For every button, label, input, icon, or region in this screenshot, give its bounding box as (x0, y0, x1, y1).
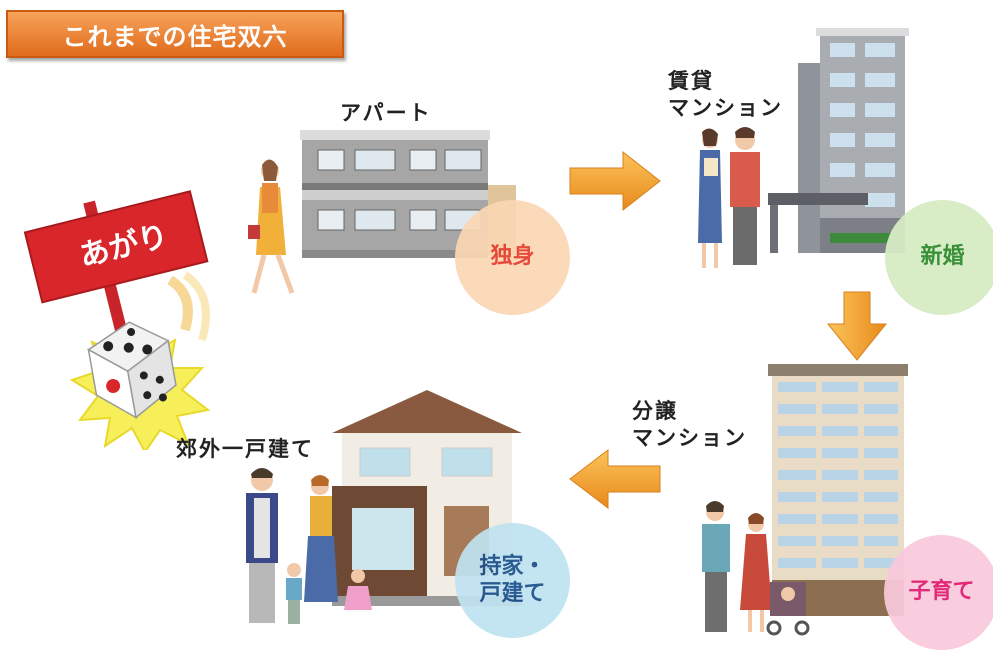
woman-icon (248, 159, 295, 294)
couple-icon (698, 127, 760, 268)
badge-child-rearing: 子育て (884, 535, 993, 650)
family-stroller-icon (702, 501, 810, 636)
badge-newlywed-label: 新婚 (920, 244, 965, 270)
rental-building-icon (768, 28, 909, 253)
badge-homeowner-line2: 戸建て (479, 580, 546, 606)
condo-label-line1: 分譲 (632, 399, 678, 423)
badge-single-label: 独身 (490, 244, 535, 270)
goal-illustration (23, 190, 211, 450)
goal-sign (23, 190, 209, 304)
dice-icon (87, 321, 177, 419)
apartment-label: アパート (340, 101, 432, 125)
condo-building-icon (768, 364, 908, 616)
arrow-left-icon (569, 448, 661, 510)
arrow-right-icon (569, 150, 661, 212)
badge-child-rearing-label: 子育て (908, 579, 975, 605)
condo-illustration (702, 364, 908, 636)
family-of-four-icon (246, 468, 372, 624)
arrow-down-icon (826, 291, 888, 361)
badge-homeowner: 持家・ 戸建て (455, 523, 570, 638)
rental-label-line1: 賃貸 (668, 69, 714, 93)
badge-newlywed: 新婚 (885, 200, 993, 315)
page-title: これまでの住宅双六 (62, 22, 288, 51)
house-label: 郊外一戸建て (176, 437, 314, 461)
rental-illustration (698, 28, 909, 268)
title-banner: これまでの住宅双六 (6, 10, 344, 58)
rental-label: 賃貸 マンション (668, 68, 783, 123)
rental-label-line2: マンション (668, 96, 783, 121)
badge-single: 独身 (455, 200, 570, 315)
badge-homeowner-line1: 持家・ (479, 554, 546, 580)
condo-label: 分譲 マンション (632, 398, 747, 453)
condo-label-line2: マンション (632, 426, 747, 451)
